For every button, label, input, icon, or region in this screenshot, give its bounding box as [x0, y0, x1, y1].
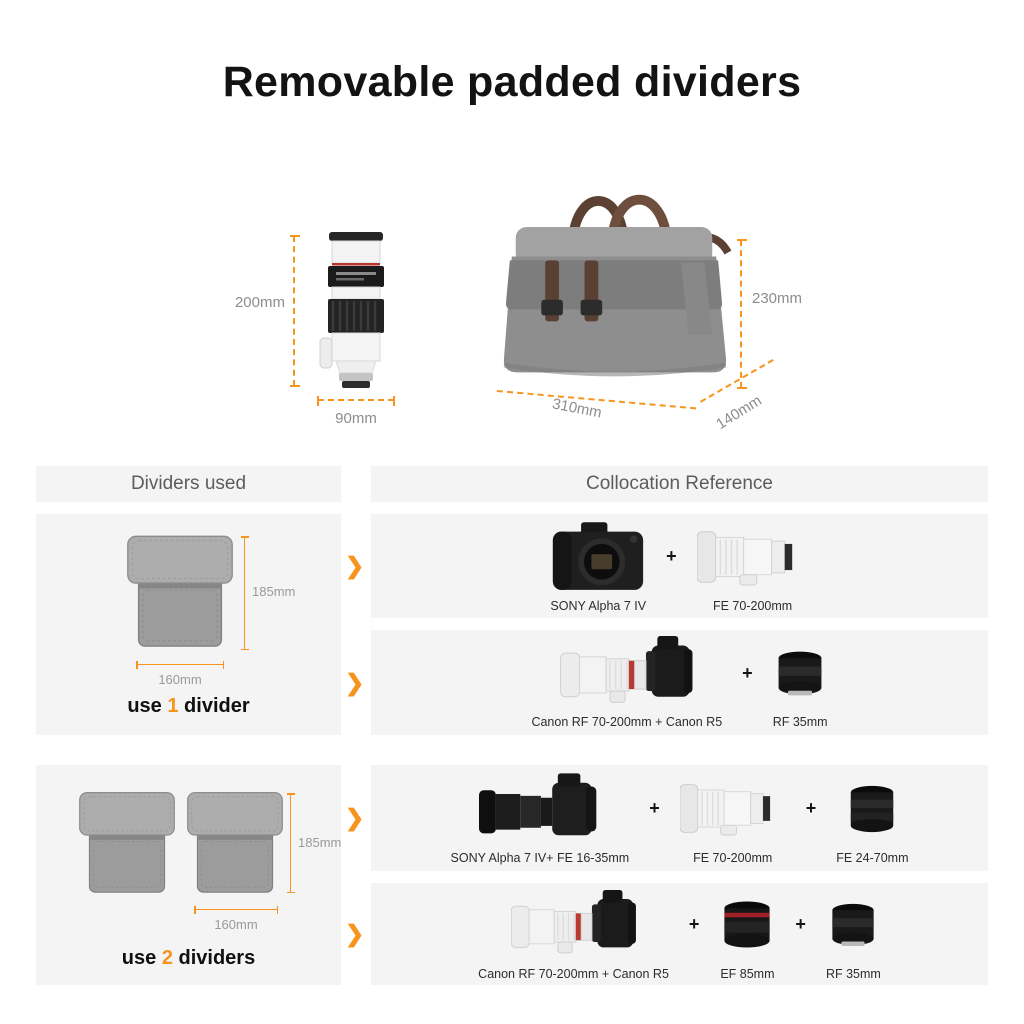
telephoto-lens-image [319, 232, 384, 388]
white-telephoto-lens-image [679, 784, 770, 836]
black-prime-lens-image [778, 651, 822, 696]
bag-depth-label: 140mm [713, 392, 765, 433]
bag-height-label: 230mm [752, 290, 803, 307]
chevron-right-icon: ❯ [345, 804, 365, 831]
caption-number: 1 [167, 695, 179, 717]
divider-width-label: 160mm [214, 917, 258, 932]
black-zoom-lens-image [851, 785, 894, 832]
black-lens-red-ring-image [724, 901, 771, 948]
canon-camera-with-lens-image [510, 889, 636, 953]
item-caption: FE 24-70mm [836, 850, 909, 865]
combo-item: EF 85mm [719, 888, 775, 981]
lens-height-dimension-line [290, 235, 300, 387]
one-divider-panel: 185mm 160mm use 1 divider [36, 514, 341, 735]
chevron-right-icon: ❯ [345, 552, 365, 579]
combo-panel-canon-r5: ❯ [345, 630, 988, 735]
caption-suffix: divider [178, 695, 250, 717]
chevron-right-icon: ❯ [345, 669, 365, 695]
combo-panel-sony-a7iv: ❯ SONY Alpha 7 IV + [345, 514, 988, 618]
plus-sign: + [666, 546, 677, 566]
combo-item: Canon RF 70-200mm + Canon R5 [531, 636, 722, 729]
divider-height-bracket [287, 793, 295, 893]
use-one-divider-caption: use 1 divider [36, 695, 341, 718]
canon-camera-with-lens-image [559, 636, 693, 703]
dividers-used-header: Dividers used [36, 466, 341, 502]
plus-sign: + [742, 662, 753, 683]
item-caption: RF 35mm [825, 966, 881, 981]
lens-height-label: 200mm [234, 294, 285, 311]
divider-height-label: 185mm [298, 835, 342, 850]
two-dividers-panel: 185mm 160mm use 2 dividers [36, 765, 341, 985]
collocation-reference-header: Collocation Reference [371, 466, 988, 502]
chevron-right-icon: ❯ [345, 920, 365, 947]
plus-sign: + [805, 798, 817, 818]
item-caption: SONY Alpha 7 IV [550, 598, 647, 613]
divider-height-label: 185mm [252, 584, 296, 599]
caption-suffix: dividers [172, 947, 256, 969]
item-caption: Canon RF 70-200mm + Canon R5 [531, 715, 723, 729]
item-caption: FE 70-200mm [712, 598, 793, 613]
combo-item: Canon RF 70-200mm + Canon R5 [478, 888, 669, 981]
combo-panel-sony-kit: ❯ [345, 765, 988, 871]
white-telephoto-lens-image [696, 530, 792, 585]
plus-sign: + [688, 914, 700, 934]
black-prime-lens-image [832, 903, 874, 947]
lens-width-dimension-line [317, 396, 395, 406]
use-two-dividers-caption: use 2 dividers [36, 947, 341, 970]
item-caption: EF 85mm [720, 966, 775, 981]
caption-number: 2 [161, 947, 173, 969]
sony-camera-with-lens-image [478, 772, 597, 835]
sony-camera-front-image [553, 521, 644, 590]
camera-bag-image [503, 195, 732, 377]
item-caption: RF 35mm [772, 715, 828, 729]
page-title: Removable padded dividers [222, 58, 802, 106]
divider-image [79, 792, 175, 893]
plus-sign: + [649, 798, 660, 818]
divider-image [187, 792, 283, 893]
divider-image [127, 535, 233, 647]
plus-sign: + [795, 914, 806, 934]
item-caption: FE 70-200mm [693, 850, 773, 865]
combo-item: RF 35mm [826, 888, 881, 981]
combo-panel-canon-kit: ❯ [345, 883, 988, 985]
combo-item: FE 70-200mm [696, 520, 809, 613]
divider-width-bracket [136, 661, 224, 669]
combo-item: FE 70-200mm [679, 772, 786, 865]
bag-height-dimension-line [737, 239, 747, 389]
item-caption: SONY Alpha 7 IV+ FE 16-35mm [450, 850, 630, 865]
caption-prefix: use [121, 947, 162, 969]
divider-height-bracket [241, 536, 249, 650]
combo-item: SONY Alpha 7 IV [550, 520, 646, 613]
divider-width-bracket [194, 906, 278, 914]
divider-width-label: 160mm [158, 672, 202, 687]
combo-item: SONY Alpha 7 IV+ FE 16-35mm [450, 772, 630, 865]
combo-item: FE 24-70mm [836, 772, 908, 865]
item-caption: Canon RF 70-200mm + Canon R5 [478, 966, 669, 981]
lens-width-label: 90mm [335, 410, 377, 427]
caption-prefix: use [127, 695, 168, 717]
combo-item: RF 35mm [773, 636, 828, 729]
